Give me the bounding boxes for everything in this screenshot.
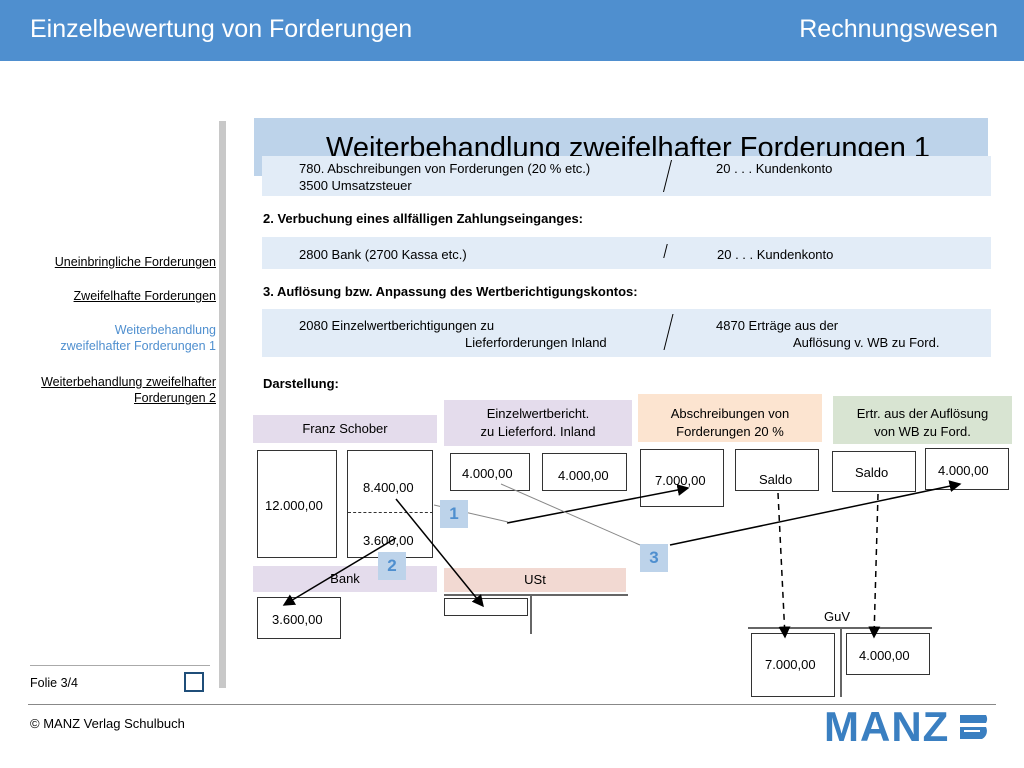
- header-subject: Rechnungswesen: [799, 15, 998, 43]
- sidebar-item-label[interactable]: Zweifelhafte Forderungen: [73, 289, 216, 303]
- booking-credit-1: 4870 Erträge aus der: [716, 318, 839, 333]
- booking-debit-1: 2080 Einzelwertberichtigungen zu: [299, 318, 495, 333]
- manz-logo-icon: [960, 715, 988, 739]
- booking-row-2: [262, 237, 991, 269]
- account-header-ewb: Einzelwertbericht. zu Lieferford. Inland: [444, 400, 632, 446]
- sidebar-item-label[interactable]: Uneinbringliche Forderungen: [54, 255, 216, 269]
- sidebar-item-label-line2[interactable]: zweifelhafter Forderungen 1: [60, 339, 216, 353]
- home-button[interactable]: [184, 672, 204, 692]
- booking-row-3: [262, 309, 991, 357]
- ust-t-split: [530, 594, 532, 634]
- account-header-line2: Forderungen 20 %: [676, 424, 784, 439]
- ust-debit-box: [444, 598, 528, 616]
- arrow-guv-1: [777, 492, 791, 639]
- account-header-line2: von WB zu Ford.: [874, 424, 971, 439]
- booking-credit: 20 . . . Kundenkonto: [716, 161, 833, 176]
- account-header-guv: GuV: [824, 609, 851, 624]
- sidebar-item-zweifelhafte[interactable]: Zweifelhafte Forderungen: [74, 288, 216, 304]
- sidebar-item-label-line1[interactable]: Weiterbehandlung: [114, 323, 216, 337]
- sidebar-item-uneinbringliche[interactable]: Uneinbringliche Forderungen: [55, 254, 216, 270]
- account-header-ust: USt: [444, 568, 626, 592]
- bank-debit-value: 3.600,00: [272, 612, 323, 627]
- account-header-bank: Bank: [253, 566, 437, 592]
- sidebar-item-weiterbehandlung-1[interactable]: Weiterbehandlung zweifelhafter Forderung…: [60, 322, 216, 354]
- account-header-line1: Einzelwertbericht.: [486, 406, 590, 421]
- sidebar-divider: [219, 121, 226, 688]
- guv-debit-value: 7.000,00: [765, 657, 816, 672]
- franz-credit-top: 8.400,00: [363, 480, 414, 495]
- arrow-guv-2: [868, 493, 881, 639]
- booking-debit-2: Lieferforderungen Inland: [465, 335, 607, 350]
- booking-debit: 2800 Bank (2700 Kassa etc.): [299, 247, 467, 262]
- section-2-heading: 2. Verbuchung eines allfälligen Zahlungs…: [263, 211, 584, 226]
- footer-divider: [30, 665, 210, 666]
- account-header-line1: Abschreibungen von: [670, 406, 790, 421]
- booking-credit: 20 . . . Kundenkonto: [717, 247, 834, 262]
- guv-t-split: [840, 627, 842, 697]
- slide-number: Folie 3/4: [30, 676, 78, 690]
- abschreib-credit-value: Saldo: [759, 472, 793, 487]
- ust-t-line: [444, 594, 628, 596]
- franz-debit-value: 12.000,00: [265, 498, 323, 513]
- ertrag-credit-box: [925, 448, 1009, 490]
- booking-credit-2: Auflösung v. WB zu Ford.: [793, 335, 940, 350]
- step-badge-3: 3: [640, 544, 668, 572]
- ertrag-credit-value: 4.000,00: [938, 463, 989, 478]
- booking-debit-1: 780. Abschreibungen von Forderungen (20 …: [299, 161, 591, 176]
- account-header-abschreibungen: Abschreibungen von Forderungen 20 %: [638, 394, 822, 442]
- booking-debit-2: 3500 Umsatzsteuer: [299, 178, 412, 193]
- franz-credit-divider: [348, 512, 433, 513]
- step-badge-1: 1: [440, 500, 468, 528]
- step-badge-2: 2: [378, 552, 406, 580]
- darstellung-heading: Darstellung:: [263, 376, 339, 391]
- franz-credit-bottom: 3.600,00: [363, 533, 414, 548]
- header-bar: [0, 0, 1024, 61]
- header-title: Einzelbewertung von Forderungen: [30, 15, 413, 43]
- guv-debit-box: [751, 633, 835, 697]
- section-3-heading: 3. Auflösung bzw. Anpassung des Wertberi…: [263, 284, 638, 299]
- arrow-3b: [500, 483, 641, 546]
- account-header-franz-schober: Franz Schober: [253, 415, 437, 443]
- booking-row-1: [262, 156, 991, 196]
- sidebar-item-weiterbehandlung-2[interactable]: Weiterbehandlung zweifelhafter Forderung…: [41, 374, 216, 406]
- account-header-line2: zu Lieferford. Inland: [480, 424, 596, 439]
- manz-logo: MANZ: [824, 703, 950, 750]
- sidebar-item-label-line1[interactable]: Weiterbehandlung zweifelhafter: [41, 375, 216, 389]
- abschreib-debit-value: 7.000,00: [655, 473, 706, 488]
- guv-credit-value: 4.000,00: [859, 648, 910, 663]
- ewb-debit-box: [450, 453, 530, 491]
- account-header-ertrag: Ertr. aus der Auflösung von WB zu Ford.: [833, 396, 1012, 444]
- bottom-divider: [28, 704, 996, 705]
- copyright: © MANZ Verlag Schulbuch: [30, 716, 185, 731]
- account-header-line1: Ertr. aus der Auflösung: [856, 406, 989, 421]
- ertrag-debit-value: Saldo: [855, 465, 889, 480]
- ewb-credit-value: 4.000,00: [558, 468, 609, 483]
- sidebar-item-label-line2[interactable]: Forderungen 2: [133, 391, 216, 405]
- guv-credit-box: [846, 633, 930, 675]
- ewb-debit-value: 4.000,00: [462, 466, 513, 481]
